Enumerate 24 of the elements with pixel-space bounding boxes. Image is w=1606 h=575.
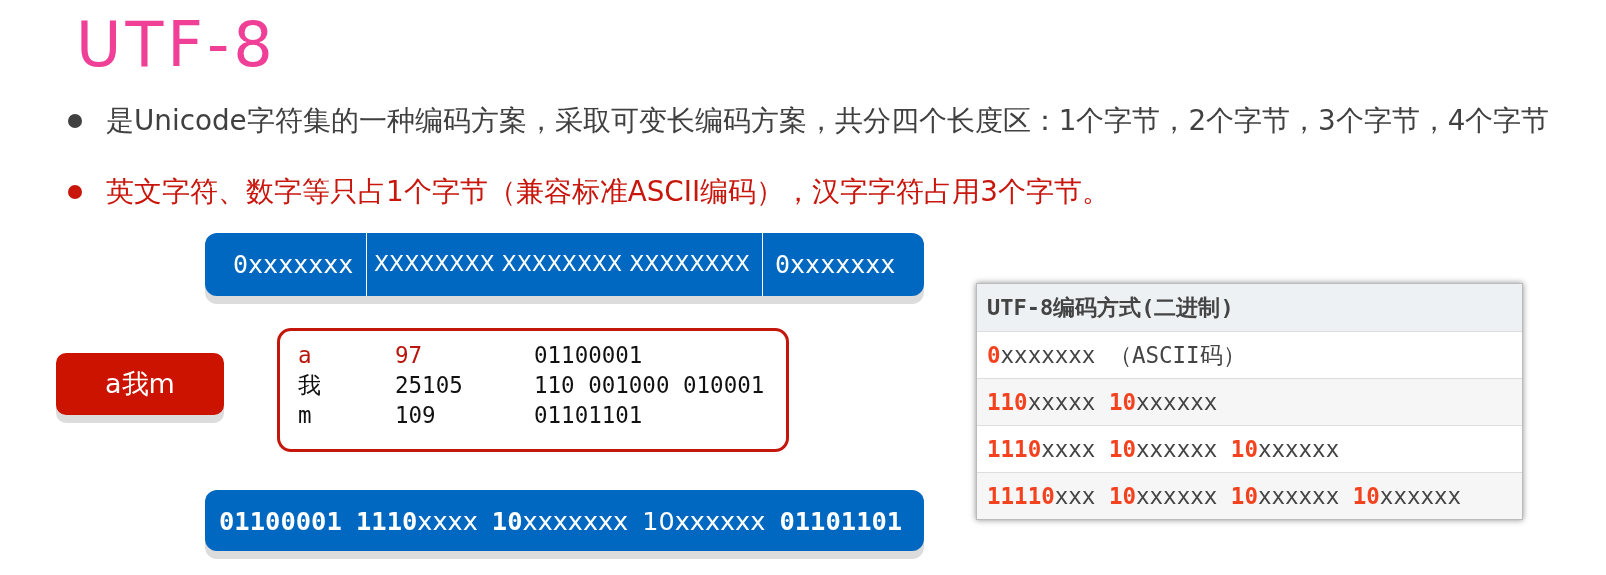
bullet-text: 是Unicode字符集的一种编码方案，采取可变长编码方案，共分四个长度区：1个字节，2个字节，3个字节，4个字节 [106, 104, 1550, 138]
code-point: 25105 [395, 373, 463, 399]
table-cell: 110xxxxx 10xxxxxx [977, 378, 1522, 425]
code-point: 109 [395, 403, 436, 429]
bit-pattern: 0xxxxxxx [233, 250, 354, 279]
character: m [298, 403, 312, 429]
table-cell: 0xxxxxxx （ASCII码） [977, 331, 1522, 378]
binary-code: 110 001000 010001 [534, 373, 765, 399]
table-cell: 1110xxxx 10xxxxxx 10xxxxxx [977, 425, 1522, 472]
encoding-table [976, 283, 1523, 520]
code-point: 97 [395, 343, 423, 369]
bit-pattern: XXXXXXXX XXXXXXXX XXXXXXXX [374, 252, 750, 277]
binary-code: 01100001 [534, 343, 643, 369]
binary-code: 01101101 [534, 403, 643, 429]
character: 我 [298, 373, 321, 399]
bullet-text: 英文字符、数字等只占1个字节（兼容标准ASCII编码），汉字字符占用3个字节。 [106, 175, 1110, 209]
character: a [298, 343, 312, 369]
table-header-cell: UTF-8编码方式(二进制) [977, 284, 1522, 331]
sample-string: a我m [105, 367, 175, 401]
slide-title: UTF-8 [76, 14, 277, 76]
encoded-bits: 01100001 1110xxxx 10xxxxxxx 10xxxxxx 01101101 [219, 505, 903, 536]
bit-pattern: 0xxxxxxx [775, 250, 896, 279]
encoding-panel [277, 328, 789, 452]
table-cell: 11110xxx 10xxxxxx 10xxxxxx 10xxxxxx [977, 472, 1522, 519]
